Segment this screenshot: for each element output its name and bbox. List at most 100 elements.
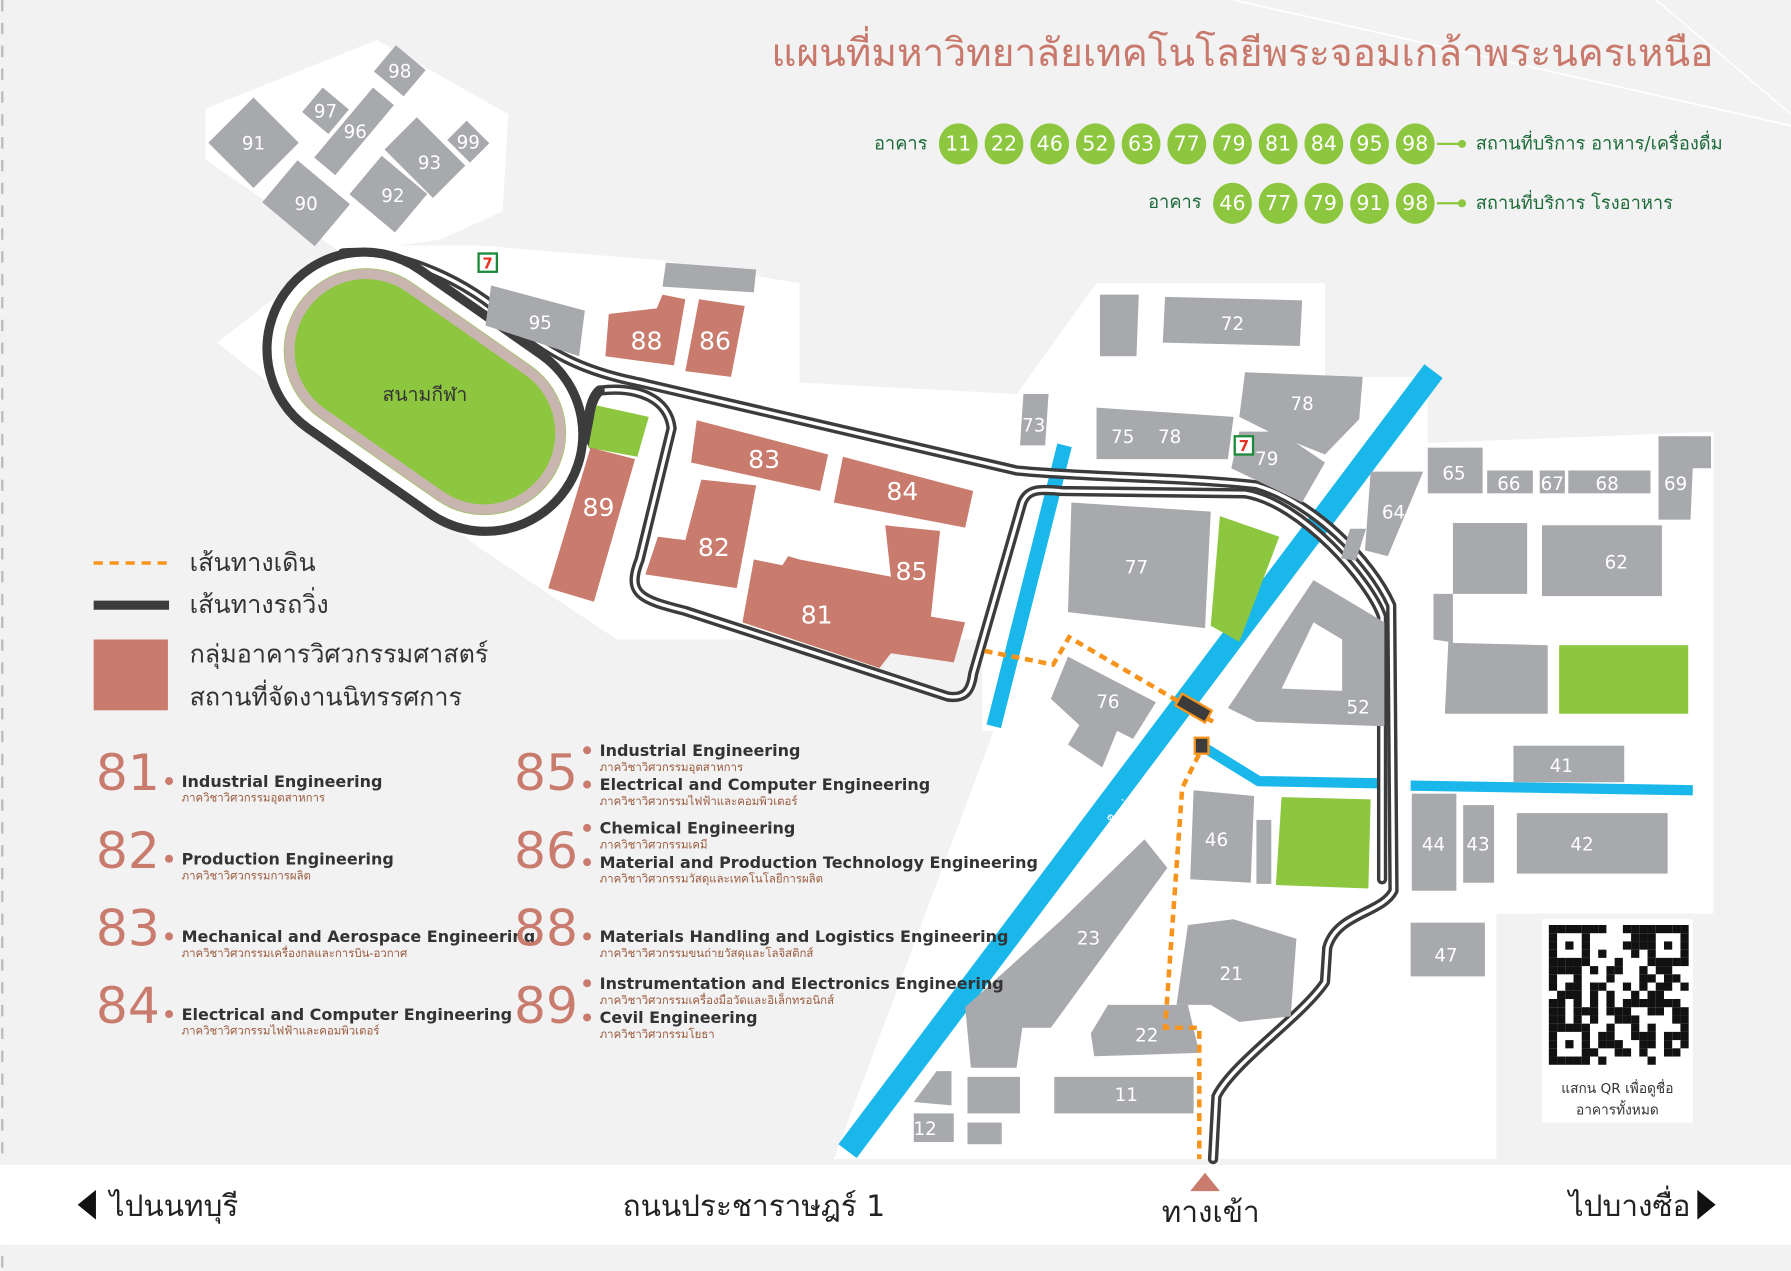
map-legend: เส้นทางเดิน เส้นทางรถวิ่ง กลุ่มอาคารวิศว… (93, 548, 488, 712)
building-badge: 81 (1258, 123, 1298, 165)
svg-text:22: 22 (1135, 1025, 1158, 1046)
svg-text:46: 46 (1037, 132, 1063, 156)
svg-text:Material and Production Techno: Material and Production Technology Engin… (600, 853, 1038, 872)
bullet-icon (583, 746, 592, 755)
building-badge: 98 (1395, 182, 1435, 224)
building-badge: 46 (1030, 123, 1070, 165)
qr-caption: แสกน QR เพื่อดูชื่อ (1561, 1079, 1673, 1097)
svg-text:เส้นทางเดิน: เส้นทางเดิน (190, 548, 316, 577)
svg-text:47: 47 (1434, 946, 1457, 967)
svg-text:96: 96 (344, 122, 367, 143)
svg-text:ภาควิชาวิศวกรรมการผลิต: ภาควิชาวิศวกรรมการผลิต (182, 868, 311, 882)
svg-text:79: 79 (1311, 191, 1337, 215)
department-entry: 89 Instrumentation and Electronics Engine… (514, 974, 1004, 1041)
building-badge: 84 (1304, 123, 1344, 165)
svg-text:ถนนประชาราษฎร์ 1: ถนนประชาราษฎร์ 1 (623, 1189, 886, 1224)
svg-text:81: 81 (1265, 132, 1291, 156)
svg-text:72: 72 (1221, 314, 1244, 335)
entrance-marker-icon (1190, 1172, 1220, 1192)
building-number: 86 (514, 821, 578, 880)
bullet-icon (583, 780, 592, 789)
svg-text:ทางเข้า: ทางเข้า (1162, 1195, 1260, 1230)
building-badge: 95 (1350, 123, 1389, 165)
svg-text:ภาควิชาวิศวกรรมไฟฟ้าและคอมพิวเ: ภาควิชาวิศวกรรมไฟฟ้าและคอมพิวเตอร์ (182, 1024, 380, 1038)
svg-text:91: 91 (1356, 191, 1382, 215)
svg-text:63: 63 (1463, 606, 1486, 627)
qr-code-panel[interactable]: แสกน QR เพื่อดูชื่อ อาคารทั้งหมด (1541, 919, 1693, 1123)
building-badge: 79 (1304, 182, 1344, 224)
svg-text:ภาควิชาวิศวกรรมเครื่องมือวัดแล: ภาควิชาวิศวกรรมเครื่องมือวัดและอิเล็กทรอ… (600, 992, 834, 1007)
svg-text:84: 84 (886, 477, 918, 506)
svg-text:77: 77 (1125, 557, 1148, 578)
qr-caption: อาคารทั้งหมด (1576, 1100, 1659, 1119)
building-number: 85 (514, 743, 578, 802)
building-labels: 98 97 96 91 90 93 99 92 95 88 86 83 84 8… (242, 62, 1687, 1140)
svg-text:Electrical and Computer Engine: Electrical and Computer Engineering (600, 775, 931, 794)
svg-text:อาคาร: อาคาร (874, 134, 928, 155)
building-number: 84 (96, 976, 160, 1035)
svg-text:78: 78 (1158, 427, 1181, 448)
svg-text:89: 89 (583, 493, 615, 522)
svg-text:92: 92 (381, 186, 404, 207)
svg-text:41: 41 (1550, 756, 1573, 777)
svg-text:ภาควิชาวิศวกรรมวัสดุและเทคโนโล: ภาควิชาวิศวกรรมวัสดุและเทคโนโลยีการผลิต (600, 872, 823, 886)
svg-text:46: 46 (1205, 830, 1228, 851)
svg-text:95: 95 (1356, 132, 1382, 156)
svg-text:79: 79 (1219, 132, 1245, 156)
svg-text:75: 75 (1111, 427, 1134, 448)
qr-code[interactable] (1548, 924, 1689, 1065)
svg-text:77: 77 (1265, 191, 1291, 215)
svg-text:90: 90 (294, 194, 317, 215)
svg-text:Materials Handling and Logisti: Materials Handling and Logistics Enginee… (600, 927, 1009, 946)
svg-text:46: 46 (1219, 191, 1245, 215)
svg-text:67: 67 (1541, 474, 1564, 495)
svg-text:98: 98 (388, 62, 411, 83)
bullet-icon (165, 1010, 174, 1019)
svg-text:79: 79 (1255, 449, 1278, 470)
svg-text:91: 91 (242, 134, 265, 155)
svg-text:11: 11 (945, 132, 971, 156)
svg-text:85: 85 (896, 557, 928, 586)
svg-text:84: 84 (1311, 132, 1337, 156)
svg-text:68: 68 (1595, 474, 1618, 495)
building-badge: 52 (1075, 123, 1115, 165)
svg-text:88: 88 (631, 326, 663, 355)
7-eleven-icon: 7 (477, 252, 499, 273)
building-number: 82 (96, 821, 160, 880)
svg-text:42: 42 (1570, 835, 1593, 856)
svg-text:86: 86 (699, 326, 731, 355)
svg-text:Instrumentation and Electronic: Instrumentation and Electronics Engineer… (600, 974, 1004, 993)
svg-text:7: 7 (1239, 438, 1249, 455)
bullet-icon (165, 932, 174, 941)
building-number: 89 (514, 976, 578, 1035)
bullet-icon (583, 823, 592, 832)
svg-text:82: 82 (698, 533, 730, 562)
bridge (1173, 691, 1214, 725)
svg-text:69: 69 (1664, 474, 1687, 495)
bottom-road-bar: ไปนนทบุรี ถนนประชาราษฎร์ 1 ทางเข้า ไปบาง… (0, 1164, 1791, 1245)
stadium (262, 247, 588, 536)
svg-text:52: 52 (1346, 698, 1369, 719)
building-badge: 63 (1121, 123, 1161, 165)
building-number: 88 (514, 899, 578, 958)
buildings (485, 262, 1712, 1145)
svg-text:Chemical Engineering: Chemical Engineering (600, 819, 796, 838)
svg-text:ไปนนทบุรี: ไปนนทบุรี (108, 1189, 239, 1224)
building-badge: 22 (984, 123, 1024, 165)
bullet-icon (583, 858, 592, 867)
svg-text:12: 12 (914, 1119, 937, 1140)
svg-text:ภาควิชาวิศวกรรมอุตสาหการ: ภาควิชาวิศวกรรมอุตสาหการ (182, 791, 325, 805)
svg-text:78: 78 (1291, 394, 1314, 415)
department-entry: 88 Materials Handling and Logistics Engin… (514, 899, 1008, 960)
stadium-label: สนามกีฬา (383, 383, 468, 406)
svg-text:21: 21 (1220, 964, 1243, 985)
bullet-icon (583, 979, 592, 988)
svg-text:23: 23 (1077, 928, 1100, 949)
